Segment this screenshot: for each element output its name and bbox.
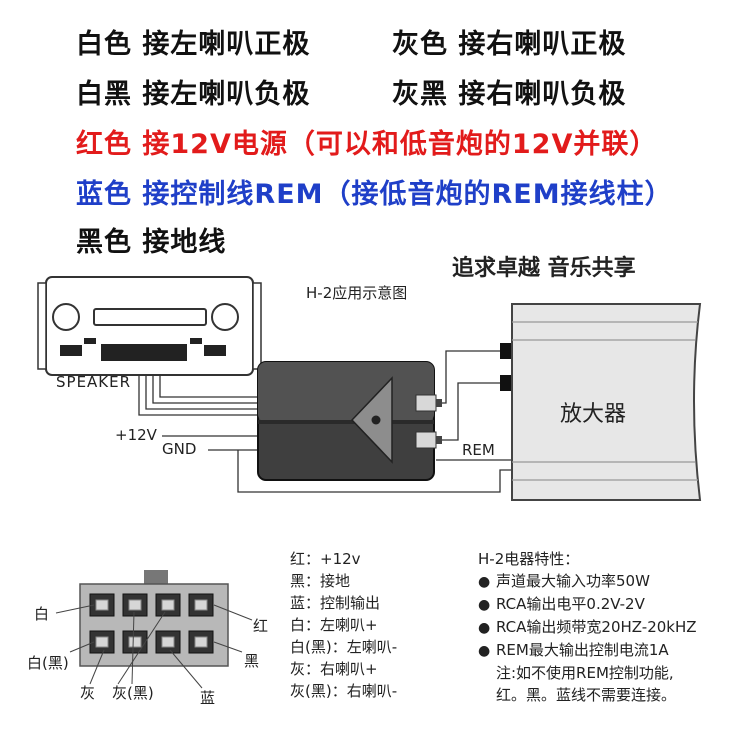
wiring-red: 红色 接12V电源（可以和低音炮的12V并联）	[76, 129, 658, 160]
connector-plug	[55, 570, 253, 689]
legend-item: 灰(黑)：右喇叭-	[290, 682, 398, 700]
pin-label-black: 黑	[244, 652, 260, 670]
spec-title: H-2电器特性：	[478, 550, 580, 568]
legend-item: 红：+12v	[290, 550, 361, 568]
speaker-wires	[138, 375, 260, 416]
wiring-black: 黑色 接地线	[76, 227, 227, 258]
power-wires	[162, 435, 260, 451]
legend-item: 蓝：控制输出	[290, 594, 381, 612]
amplifier	[500, 303, 702, 501]
rem-label: REM	[462, 441, 495, 459]
spec-note: 红。黑。蓝线不需要连接。	[496, 686, 677, 704]
legend-item: 黑：接地	[290, 572, 351, 590]
spec-item: 声道最大输入功率50W	[478, 570, 697, 593]
pin-label-gray: 灰	[80, 684, 96, 702]
wiring-white-black: 白黑 接左喇叭负极	[76, 79, 311, 110]
wiring-blue: 蓝色 接控制线REM（接低音炮的REM接线柱）	[76, 179, 673, 210]
pin-label-white-black: 白(黑)	[27, 654, 69, 672]
wiring-gray: 灰色 接右喇叭正极	[392, 29, 627, 60]
pin-label-red: 红	[253, 617, 269, 635]
amplifier-label: 放大器	[560, 402, 627, 427]
wiring-gray-black: 灰黑 接右喇叭负极	[392, 79, 627, 110]
spec-note: 注:如不使用REM控制功能,	[496, 664, 674, 682]
spec-item: RCA输出频带宽20HZ-20kHZ	[478, 616, 697, 639]
pin-label-white: 白	[34, 605, 50, 623]
rca-wires	[237, 350, 512, 493]
v12-label: +12V	[115, 426, 157, 444]
spec-panel: H-2电器特性： 声道最大输入功率50W RCA输出电平0.2V-2V RCA输…	[478, 548, 697, 706]
legend-item: 灰：右喇叭+	[290, 660, 378, 678]
slogan: 追求卓越 音乐共享	[452, 256, 636, 281]
wiring-white: 白色 接左喇叭正极	[76, 29, 311, 60]
speaker-label: SPEAKER	[56, 373, 132, 391]
diagram-title: H-2应用示意图	[306, 284, 408, 302]
car-stereo	[37, 276, 262, 376]
gnd-label: GND	[162, 440, 197, 458]
pin-label-gray-black: 灰(黑)	[112, 684, 154, 702]
legend-item: 白：左喇叭+	[290, 616, 378, 634]
h2-converter	[257, 361, 442, 481]
spec-item: RCA输出电平0.2V-2V	[478, 593, 697, 616]
pin-label-blue: 蓝	[200, 689, 216, 707]
spec-item: REM最大输出控制电流1A	[478, 639, 697, 662]
legend-item: 白(黑)：左喇叭-	[290, 638, 398, 656]
color-legend: 红：+12v 黑：接地 蓝：控制输出 白：左喇叭+ 白(黑)：左喇叭- 灰：右喇…	[290, 548, 397, 702]
